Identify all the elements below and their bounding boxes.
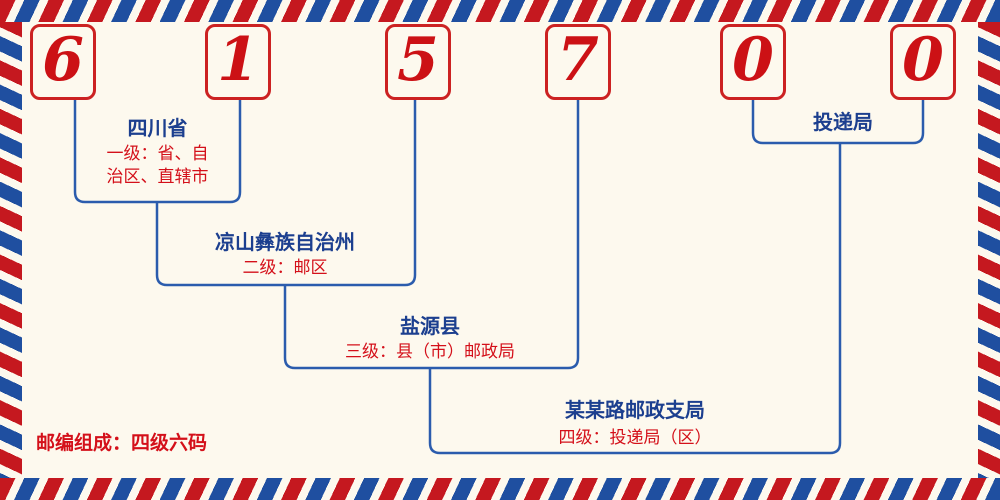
- digit-box-2: 1: [205, 24, 271, 100]
- digit-1: 6: [42, 25, 84, 95]
- digit-4: 7: [557, 25, 599, 95]
- level-1-name: 四川省: [127, 118, 188, 140]
- airmail-border-bottom: [0, 478, 1000, 500]
- digit-box-5: 0: [720, 24, 786, 100]
- digit-box-6: 0: [890, 24, 956, 100]
- level-4-name: 某某路邮政支局: [565, 400, 705, 422]
- digit-box-3: 5: [385, 24, 451, 100]
- digit-box-4: 7: [545, 24, 611, 100]
- level-4-desc: 四级：投递局（区）: [558, 428, 712, 447]
- airmail-border-top: [0, 0, 1000, 22]
- digit-box-1: 6: [30, 24, 96, 100]
- digit-6: 0: [902, 25, 944, 95]
- bracket-level-3: [283, 100, 580, 370]
- airmail-border-left: [0, 22, 22, 478]
- composition-note: 邮编组成：四级六码: [36, 433, 208, 454]
- bracket-delivery: [751, 100, 925, 145]
- digit-2: 1: [217, 25, 259, 95]
- airmail-border-right: [978, 22, 1000, 478]
- level-1-desc: 一级：省、自 治区、直辖市: [106, 144, 209, 186]
- level-2-desc: 二级：邮区: [242, 258, 328, 277]
- level-2-name: 凉山彝族自治州: [215, 232, 355, 254]
- digit-5: 0: [732, 25, 774, 95]
- digit-3: 5: [397, 25, 439, 95]
- level-3-desc: 三级：县（市）邮政局: [345, 342, 515, 361]
- level-3-name: 盐源县: [400, 316, 460, 338]
- bracket-level-4: [428, 143, 842, 455]
- delivery-office-label: 投递局: [813, 112, 873, 134]
